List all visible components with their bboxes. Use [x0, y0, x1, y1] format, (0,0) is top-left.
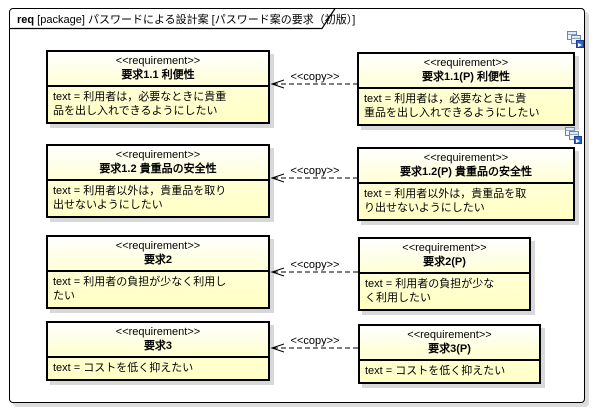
requirement-name: 要求2(P) — [423, 256, 466, 268]
stereotype-label: <<requirement>> — [407, 329, 492, 341]
copy-label[interactable]: <<copy>> — [290, 71, 340, 83]
requirement-text: text = 利用者は，必要なときに貴 重品を出し入れできるようにしたい — [364, 93, 540, 119]
copy-label[interactable]: <<copy>> — [290, 335, 340, 347]
frame-title-tab: req [package] パスワードによる設計案 [パスワード案の要求（初版）… — [17, 11, 355, 27]
requirement-box-3P[interactable]: <<requirement>> 要求3(P) text = コストを低く抑えたい — [358, 324, 541, 384]
stereotype-label: <<requirement>> — [402, 242, 487, 254]
requirement-box-1-2[interactable]: <<requirement>> 要求1.2 貴重品の安全性 text = 利用者… — [46, 144, 270, 218]
requirement-header: <<requirement>> 要求3(P) — [360, 326, 539, 361]
copy-arrow-badge — [574, 136, 582, 144]
requirement-name: 要求1.2 貴重品の安全性 — [99, 163, 217, 175]
requirement-name: 要求3 — [143, 340, 173, 352]
requirement-box-2[interactable]: <<requirement>> 要求2 text = 利用者の負担が少なく利用し… — [46, 235, 270, 309]
requirement-text: text = コストを低く抑えたい — [53, 362, 194, 374]
requirement-box-3[interactable]: <<requirement>> 要求3 text = コストを低く抑えたい — [46, 321, 270, 381]
requirement-name: 要求1.1(P) 利便性 — [421, 71, 510, 83]
requirement-header: <<requirement>> 要求2(P) — [360, 239, 529, 274]
requirement-text: text = 利用者以外は，貴重品を取 り出せないようにしたい — [364, 188, 527, 214]
requirement-name: 要求1.2(P) 貴重品の安全性 — [399, 166, 532, 178]
requirement-box-2P[interactable]: <<requirement>> 要求2(P) text = 利用者の負担が少な … — [358, 237, 531, 311]
requirement-header: <<requirement>> 要求1.2 貴重品の安全性 — [48, 146, 268, 181]
requirement-header: <<requirement>> 要求1.2(P) 貴重品の安全性 — [359, 149, 573, 184]
stereotype-label: <<requirement>> — [423, 152, 509, 164]
requirement-text: text = 利用者の負担が少なく利用し たい — [53, 276, 227, 302]
copy-label[interactable]: <<copy>> — [290, 259, 340, 271]
copy-label[interactable]: <<copy>> — [290, 165, 340, 177]
copied-element-icon — [567, 31, 585, 49]
stereotype-label: <<requirement>> — [115, 149, 201, 161]
stereotype-label: <<requirement>> — [115, 55, 201, 67]
requirement-header: <<requirement>> 要求1.1(P) 利便性 — [359, 54, 573, 89]
requirement-header: <<requirement>> 要求3 — [48, 323, 268, 358]
copied-element-icon — [565, 127, 583, 145]
requirement-box-1-2P[interactable]: <<requirement>> 要求1.2(P) 貴重品の安全性 text = … — [357, 147, 575, 221]
requirement-name: 要求1.1 利便性 — [121, 69, 195, 81]
stereotype-label: <<requirement>> — [423, 57, 509, 69]
requirement-header: <<requirement>> 要求2 — [48, 237, 268, 272]
requirement-text: text = コストを低く抑えたい — [365, 365, 506, 377]
requirement-box-1-1P[interactable]: <<requirement>> 要求1.1(P) 利便性 text = 利用者は… — [357, 52, 575, 126]
requirement-box-1-1[interactable]: <<requirement>> 要求1.1 利便性 text = 利用者は，必要… — [46, 50, 270, 124]
requirement-name: 要求2 — [143, 254, 173, 266]
requirement-text: text = 利用者以外は，貴重品を取り 出せないようにしたい — [53, 185, 227, 211]
copy-arrow-badge — [576, 40, 584, 48]
stereotype-label: <<requirement>> — [115, 326, 201, 338]
requirement-text: text = 利用者の負担が少な く利用したい — [365, 278, 495, 304]
requirement-text: text = 利用者は，必要なときに貴重 品を出し入れできるようにしたい — [53, 91, 227, 117]
frame-keyword: req — [17, 14, 35, 26]
frame-title: [package] パスワードによる設計案 [パスワード案の要求（初版）] — [34, 14, 356, 26]
requirement-header: <<requirement>> 要求1.1 利便性 — [48, 52, 268, 87]
requirement-name: 要求3(P) — [428, 343, 471, 355]
stereotype-label: <<requirement>> — [115, 240, 201, 252]
